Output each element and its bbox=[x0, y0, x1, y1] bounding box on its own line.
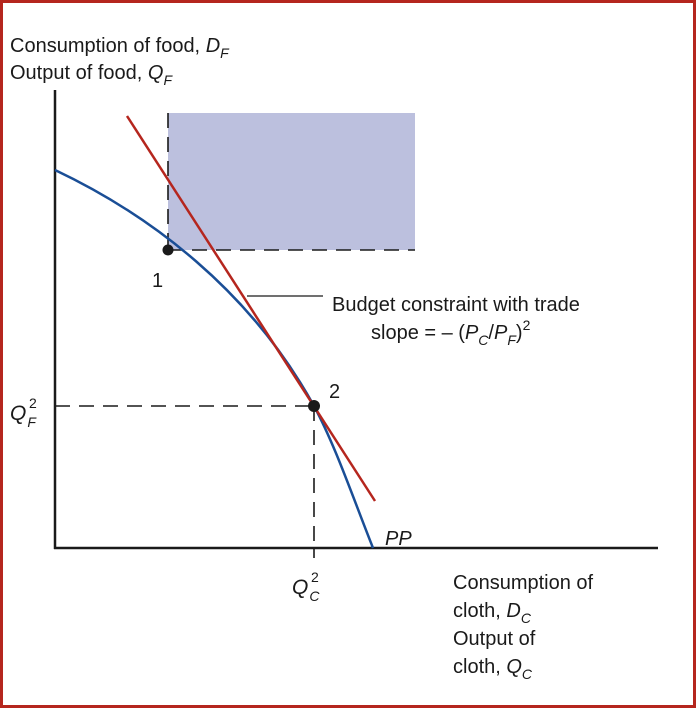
y-tick-label-sup: 2 bbox=[29, 395, 37, 411]
point-2-marker bbox=[308, 400, 320, 412]
x-axis-label-line2: cloth, DC bbox=[453, 600, 532, 626]
budget-constraint-line bbox=[125, 115, 377, 502]
x-axis-label-line1: Consumption of bbox=[453, 572, 594, 594]
x-axis-label-line4: cloth, QC bbox=[453, 656, 533, 682]
x-tick-label: QC bbox=[292, 576, 320, 604]
x-axis-label-line3: Output of bbox=[453, 628, 536, 650]
shaded-region bbox=[168, 113, 415, 250]
pp-curve-label: PP bbox=[385, 528, 412, 550]
y-axis-label-line2: Output of food, QF bbox=[10, 62, 173, 88]
y-axis-label-line1: Consumption of food, DF bbox=[10, 35, 230, 61]
y-tick-label: QF bbox=[10, 402, 37, 430]
x-tick-label-sup: 2 bbox=[311, 569, 319, 585]
point-1-label: 1 bbox=[152, 270, 163, 292]
budget-annotation-line1: Budget constraint with trade bbox=[332, 294, 580, 316]
budget-annotation-line2: slope = – (PC/PF)2 bbox=[371, 317, 531, 348]
point-2-label: 2 bbox=[329, 381, 340, 403]
point-1-marker bbox=[162, 244, 174, 256]
